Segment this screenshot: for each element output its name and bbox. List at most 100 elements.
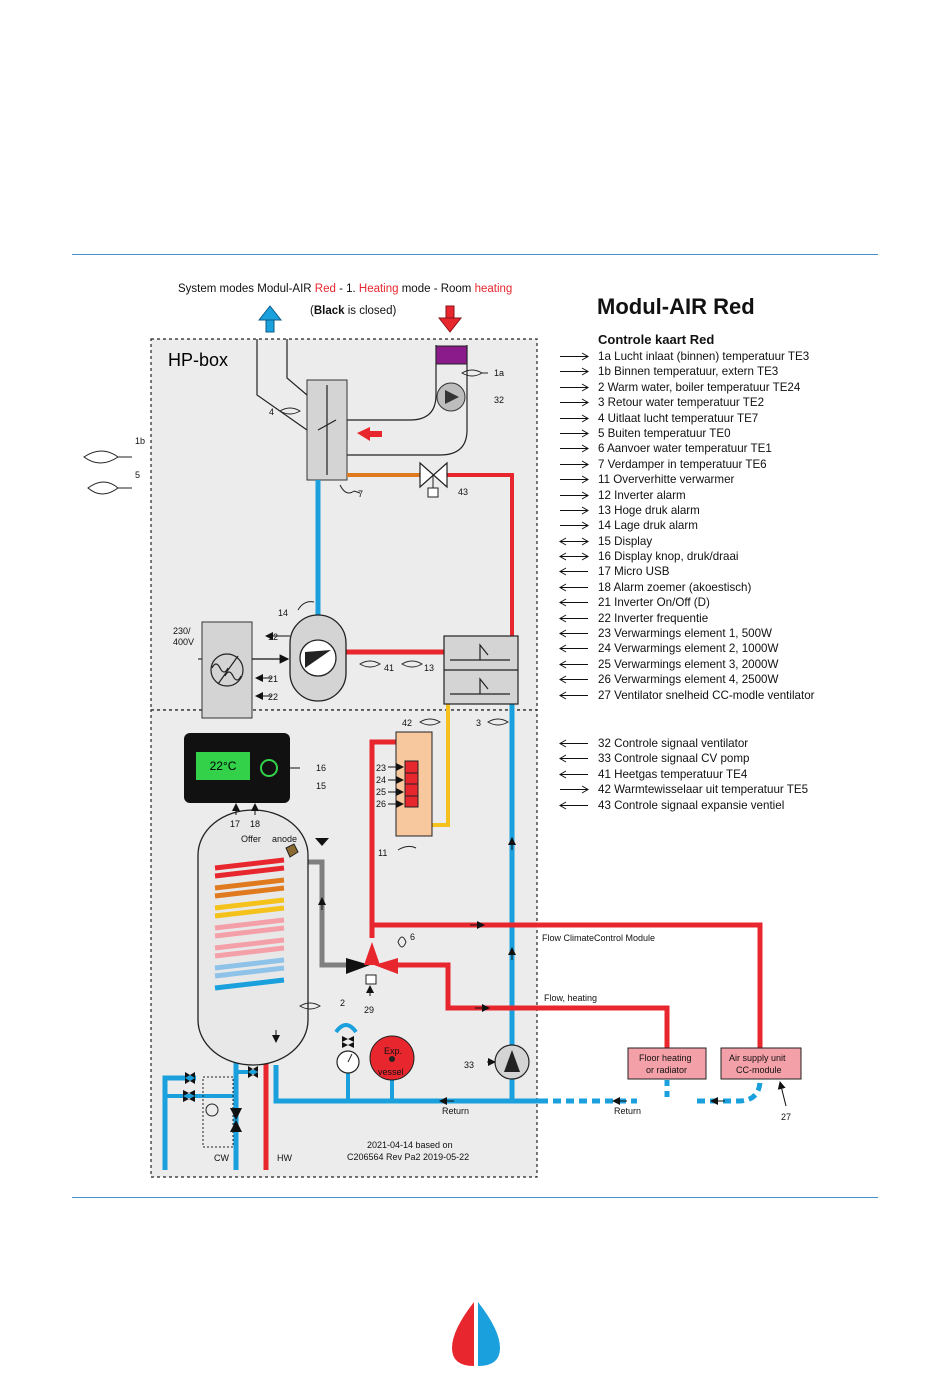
label-11: 11	[378, 848, 387, 858]
label-27: 27	[781, 1112, 791, 1122]
legend-item-label: 4 Uitlaat lucht temperatuur TE7	[598, 411, 759, 425]
label-43: 43	[458, 487, 468, 497]
display-knob-icon	[260, 759, 278, 777]
legend-item: 43 Controle signaal expansie ventiel	[556, 798, 876, 813]
footnote-line-1: 2021-04-14 based on	[367, 1140, 453, 1150]
legend-list: 1a Lucht inlaat (binnen) temperatuur TE3…	[556, 349, 876, 703]
legend-item: 4 Uitlaat lucht temperatuur TE7	[556, 411, 876, 426]
legend-item: 14 Lage druk alarm	[556, 518, 876, 533]
legend-item: 3 Retour water temperatuur TE2	[556, 395, 876, 410]
label-6: 6	[410, 932, 415, 942]
label-26: 26	[376, 799, 386, 809]
arrow-left-icon	[559, 691, 588, 700]
label-2: 2	[340, 998, 345, 1008]
arrow-left-icon	[559, 675, 588, 684]
label-41: 41	[384, 663, 394, 673]
legend-item-label: 3 Retour water temperatuur TE2	[598, 396, 765, 410]
mode-heating2: heating	[474, 283, 513, 295]
legend-item-label: 32 Controle signaal ventilator	[598, 737, 749, 750]
legend-item: 11 Oververhitte verwarmer	[556, 472, 876, 487]
legend-item: 15 Display	[556, 534, 876, 549]
arrow-right-icon	[560, 429, 589, 438]
legend-item-label: 11 Oververhitte verwarmer	[598, 473, 735, 487]
label-17: 17	[230, 819, 240, 829]
label-5: 5	[135, 470, 140, 480]
system-mode-line: System modes Modul-AIR Red - 1. Heating …	[178, 283, 512, 295]
arrow-left-icon	[559, 614, 588, 623]
label-4: 4	[269, 407, 274, 417]
label-13: 13	[424, 663, 434, 673]
legend-item-label: 21 Inverter On/Off (D)	[598, 596, 710, 610]
legend-item-label: 6 Aanvoer water temperatuur TE1	[598, 442, 772, 456]
arrow-left-icon	[559, 568, 588, 576]
arrow-right-icon	[560, 491, 589, 499]
arrow-left-icon	[559, 801, 588, 809]
closed-note: (Black is closed)	[310, 305, 396, 317]
legend-item-label: 27 Ventilator snelheid CC-modle ventilat…	[598, 688, 815, 702]
legend-item: 32 Controle signaal ventilator	[556, 736, 876, 751]
arrow-right-icon	[560, 475, 589, 484]
return-label-1: Return	[442, 1106, 469, 1116]
legend-item: 18 Alarm zoemer (akoestisch)	[556, 580, 876, 595]
mode-heating: Heating	[358, 283, 399, 295]
closed-bold: Black	[313, 305, 345, 317]
flow-heating-label: Flow, heating	[544, 993, 597, 1003]
page-title: Modul-AIR Red	[597, 294, 755, 319]
label-22: 22	[268, 692, 278, 702]
arrow-right-icon	[560, 398, 589, 407]
legend-item: 26 Verwarmings element 4, 2500W	[556, 672, 876, 687]
three-way-valve-29-icon	[346, 942, 398, 985]
legend-item-label: 22 Inverter frequentie	[598, 611, 709, 625]
air-in-arrow-icon	[437, 305, 463, 333]
legend-item-label: 14 Lage druk alarm	[598, 519, 698, 533]
cw-label: CW	[214, 1153, 229, 1163]
legend-item: 25 Verwarmings element 3, 2000W	[556, 657, 876, 672]
label-33: 33	[464, 1060, 474, 1070]
label-7: 7	[358, 489, 363, 499]
air-supply-box	[720, 1047, 802, 1080]
label-24: 24	[376, 775, 386, 785]
air-filter	[435, 345, 468, 365]
arrow-left-icon	[559, 660, 588, 669]
air-vent-valve-icon	[315, 838, 329, 846]
legend-item: 16 Display knop, druk/draai	[556, 549, 876, 564]
arrow-right-icon	[560, 460, 589, 469]
closed-open: (	[310, 305, 314, 317]
legend-item-label: 13 Hoge druk alarm	[598, 503, 700, 517]
anode-label: anode	[272, 834, 297, 844]
legend-item: 41 Heetgas temperatuur TE4	[556, 767, 876, 782]
label-32: 32	[494, 395, 504, 405]
arrow-right-icon	[560, 521, 589, 530]
legend-item-label: 2 Warm water, boiler temperatuur TE24	[598, 380, 801, 394]
label-1b: 1b	[135, 436, 145, 446]
legend-item-label: 25 Verwarmings element 3, 2000W	[598, 657, 779, 671]
arrow-left-icon	[559, 629, 588, 638]
legend-item: 42 Warmtewisselaar uit temperatuur TE5	[556, 782, 876, 797]
legend-item: 27 Ventilator snelheid CC-modle ventilat…	[556, 688, 876, 703]
label-42: 42	[402, 718, 412, 728]
boiler-coil	[214, 857, 285, 991]
arrow-right-icon	[560, 367, 589, 376]
arrow-right-icon	[560, 444, 589, 453]
exp-vessel-line-1: Exp.	[384, 1046, 402, 1056]
legend-item: 1a Lucht inlaat (binnen) temperatuur TE3	[556, 349, 876, 364]
legend-item: 22 Inverter frequentie	[556, 611, 876, 626]
legend-item-label: 26 Verwarmings element 4, 2500W	[598, 673, 779, 687]
mode-prefix: System modes Modul-AIR	[178, 283, 315, 295]
floor-heating-box	[627, 1047, 707, 1080]
label-15: 15	[316, 781, 326, 791]
legend-item-label: 1b Binnen temperatuur, extern TE3	[598, 365, 779, 379]
return-label-2: Return	[614, 1106, 641, 1116]
arrow-right-icon	[560, 352, 589, 361]
closed-rest: is closed)	[344, 305, 397, 317]
legend-item-label: 7 Verdamper in temperatuur TE6	[598, 457, 767, 471]
legend-item: 6 Aanvoer water temperatuur TE1	[556, 441, 876, 456]
voltage-line-2: 400V	[173, 637, 194, 647]
mode-mid2: mode - Room	[398, 283, 475, 295]
brand-logo	[452, 1302, 500, 1366]
legend-item-label: 1a Lucht inlaat (binnen) temperatuur TE3	[598, 350, 810, 363]
bottom-rule	[72, 1197, 878, 1198]
air-supply-line-1: Air supply unit	[729, 1053, 786, 1063]
legend-item: 23 Verwarmings element 1, 500W	[556, 626, 876, 641]
